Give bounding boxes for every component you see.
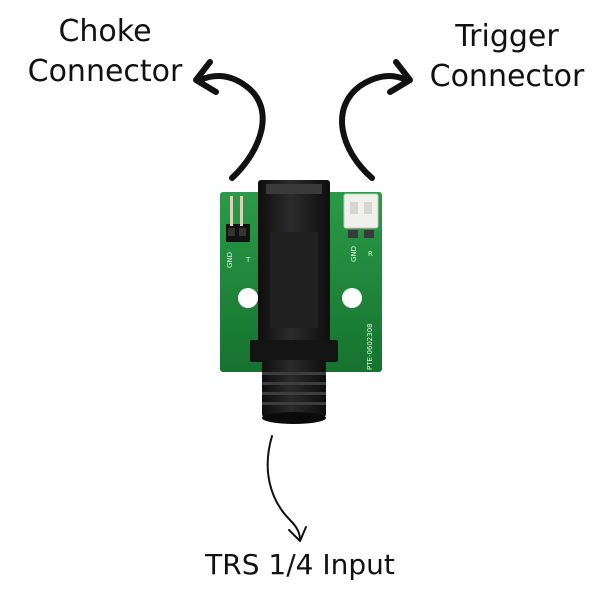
choke-arrow-icon [193, 59, 266, 181]
silk-t: T [245, 256, 251, 264]
mounting-hole-left [238, 288, 258, 308]
silk-part-number: PTE-0602308 [366, 323, 374, 370]
trigger-label-line-2: Connector [429, 59, 585, 94]
trigger-connector-label: Trigger Connector [412, 17, 600, 97]
choke-connector-label: Choke Connector [10, 12, 200, 92]
trigger-label-line-1: Trigger [455, 19, 559, 54]
trigger-connector [343, 193, 379, 238]
input-arrow-icon [266, 435, 307, 542]
silk-gnd-left: GND [226, 252, 234, 268]
silk-r: R [368, 250, 373, 258]
mounting-hole-right [342, 288, 362, 308]
trs-jack [250, 180, 338, 424]
choke-header [226, 196, 250, 242]
choke-label-line-1: Choke [58, 14, 152, 49]
trigger-arrow-icon [339, 59, 413, 181]
trs-input-label: TRS 1/4 Input [205, 548, 395, 581]
silk-gnd-right: GND [350, 246, 358, 262]
choke-label-line-2: Connector [27, 54, 183, 89]
